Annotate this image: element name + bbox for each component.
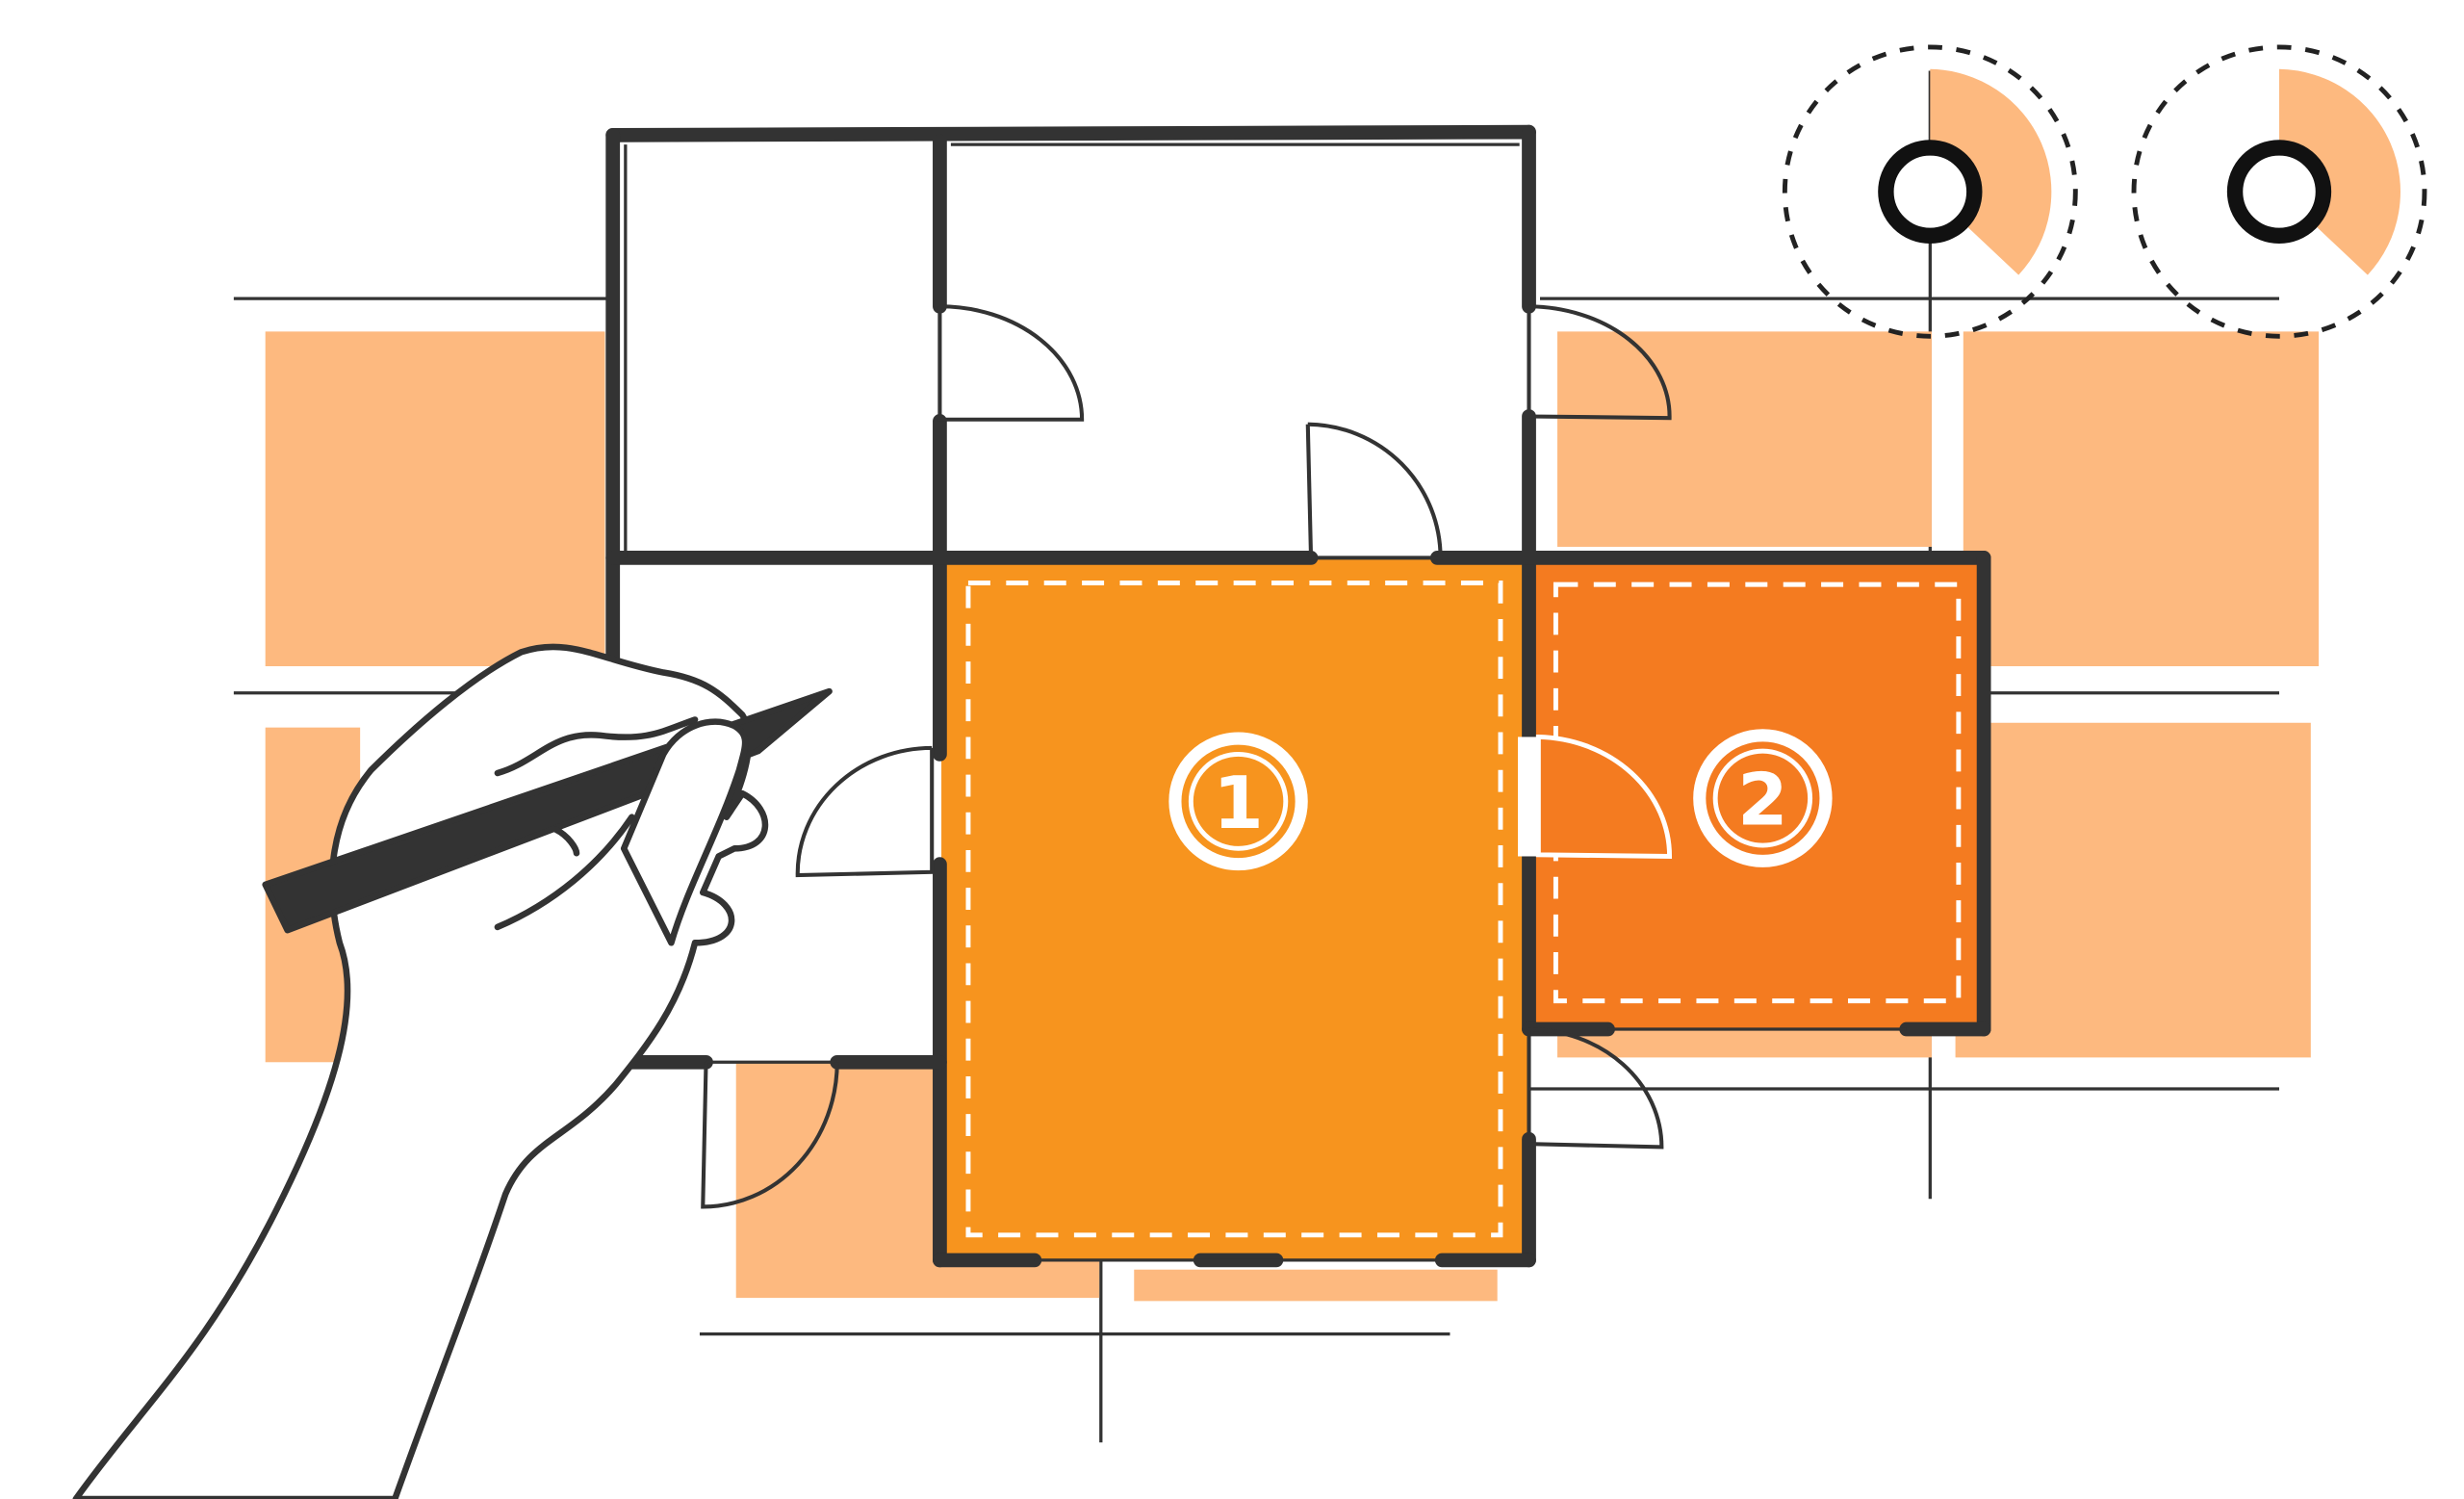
sensor-icon-1 [1782, 44, 2078, 339]
room-1-badge: 1 [1168, 732, 1308, 871]
thin-walls [624, 142, 1907, 1262]
sensor-icon-2 [2131, 44, 2427, 339]
room-1-fill [941, 559, 1529, 1260]
room-1-number: 1 [1213, 761, 1264, 845]
room-2-outline [1553, 582, 1962, 1004]
hand-drawing-icon [72, 643, 833, 1499]
door-room-2 [1535, 734, 1673, 859]
door-opening [1518, 737, 1537, 857]
walls [605, 124, 1991, 1268]
room-1-outline [965, 581, 1503, 1238]
doors [701, 304, 1672, 1209]
room-2-badge: 2 [1693, 729, 1833, 867]
room-2-number: 2 [1737, 758, 1788, 842]
